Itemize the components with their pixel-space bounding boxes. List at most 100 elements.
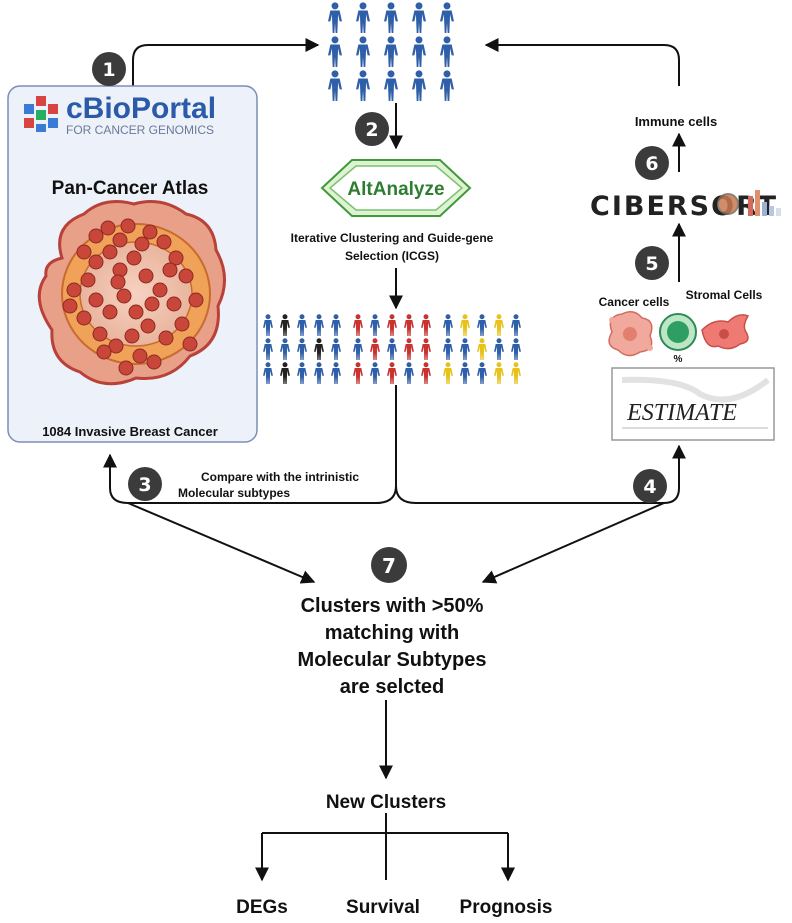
tumor-cell bbox=[88, 254, 104, 270]
tumor-cell bbox=[158, 330, 174, 346]
cluster-person-icon bbox=[460, 362, 470, 384]
immune-cell-icon bbox=[659, 313, 697, 351]
tumor-cell bbox=[92, 326, 108, 342]
tumor-cell bbox=[88, 292, 104, 308]
step-badges: 1 2 3 4 5 6 7 bbox=[92, 52, 669, 583]
tumor-cell bbox=[118, 360, 134, 376]
tumor-cell bbox=[166, 296, 182, 312]
cluster-person-icon bbox=[353, 314, 363, 336]
tumor-cell bbox=[108, 338, 124, 354]
cluster-person-icon bbox=[370, 314, 380, 336]
arrow-right-to-selection bbox=[481, 502, 665, 584]
tumor-cell bbox=[144, 296, 160, 312]
cluster-person-icon bbox=[404, 338, 414, 360]
tumor-cell bbox=[100, 220, 116, 236]
tumor-cell bbox=[126, 250, 142, 266]
svg-text:7: 7 bbox=[382, 554, 396, 578]
estimate-logo: ESTIMATE bbox=[611, 367, 775, 441]
arrow-immune-to-population bbox=[484, 38, 680, 86]
patient-person-icon bbox=[384, 70, 398, 101]
patient-person-icon bbox=[328, 70, 342, 101]
cbioportal-logo-text: cBioPortal bbox=[66, 92, 216, 125]
cibersort-logo: CIBERSORT bbox=[590, 190, 781, 222]
cluster-person-icon bbox=[387, 338, 397, 360]
cluster-person-icon bbox=[314, 314, 324, 336]
cluster-person-icon bbox=[511, 314, 521, 336]
arrow-portal-to-population bbox=[132, 38, 320, 86]
tumor-cell bbox=[102, 304, 118, 320]
selection-line3: Molecular Subtypes bbox=[298, 649, 487, 671]
step-badge-3: 3 bbox=[128, 467, 162, 501]
atlas-title: Pan-Cancer Atlas bbox=[52, 178, 209, 199]
tumor-cell bbox=[76, 244, 92, 260]
selection-line1: Clusters with >50% bbox=[301, 595, 484, 617]
arrows bbox=[103, 38, 686, 880]
cluster-person-icon bbox=[387, 314, 397, 336]
cluster-person-icon bbox=[443, 314, 453, 336]
stromal-cell-icon bbox=[701, 314, 750, 350]
compare-line1: Compare with the intrinistic bbox=[201, 470, 359, 484]
svg-text:3: 3 bbox=[138, 474, 151, 496]
cluster-person-icon bbox=[263, 362, 273, 384]
new-clusters-label: New Clusters bbox=[326, 792, 446, 813]
cluster-person-icon bbox=[263, 314, 273, 336]
tumor-cell bbox=[134, 236, 150, 252]
tumor-cell bbox=[112, 232, 128, 248]
icgs-method-line2: Selection (ICGS) bbox=[345, 249, 439, 263]
cluster-person-icon bbox=[297, 338, 307, 360]
tumor-cell bbox=[162, 262, 178, 278]
tumor-cell bbox=[142, 224, 158, 240]
tumor-cell bbox=[188, 292, 204, 308]
cbioportal-logo-mark bbox=[24, 96, 58, 132]
tumor-cell bbox=[168, 250, 184, 266]
cluster-person-icon bbox=[494, 314, 504, 336]
arrow-left-to-selection bbox=[127, 502, 316, 584]
patient-person-icon bbox=[356, 2, 370, 33]
cluster-person-icon bbox=[370, 362, 380, 384]
tumor-cell bbox=[138, 268, 154, 284]
estimate-logo-text: ESTIMATE bbox=[626, 400, 737, 426]
cluster-person-icon bbox=[331, 338, 341, 360]
svg-text:1: 1 bbox=[102, 59, 115, 81]
cluster-person-icon bbox=[314, 338, 324, 360]
cluster-person-icon bbox=[314, 362, 324, 384]
step-badge-4: 4 bbox=[633, 469, 667, 503]
icgs-method-line1: Iterative Clustering and Guide-gene bbox=[291, 231, 494, 245]
tumor-cell bbox=[76, 310, 92, 326]
stromal-cells-label: Stromal Cells bbox=[686, 288, 763, 302]
step-badge-6: 6 bbox=[635, 146, 669, 180]
cluster-person-icon bbox=[421, 338, 431, 360]
cluster-person-icon bbox=[421, 362, 431, 384]
tumor-cell bbox=[182, 336, 198, 352]
output-prognosis: Prognosis bbox=[460, 897, 553, 918]
cluster-person-icon bbox=[370, 338, 380, 360]
patient-person-icon bbox=[412, 2, 426, 33]
patient-population bbox=[328, 2, 454, 101]
cluster-person-icon bbox=[353, 338, 363, 360]
cluster-person-icon bbox=[280, 362, 290, 384]
patient-person-icon bbox=[384, 36, 398, 67]
altanalyze-logo-text: AltAnalyze bbox=[347, 179, 444, 200]
tumor-cell bbox=[152, 282, 168, 298]
tumor-cell bbox=[120, 218, 136, 234]
tumor-cell bbox=[66, 282, 82, 298]
cancer-cell-icon bbox=[608, 311, 653, 357]
cluster-person-icon bbox=[263, 338, 273, 360]
cluster-person-icon bbox=[297, 362, 307, 384]
cibersort-logo-text: CIBERSORT bbox=[590, 191, 778, 222]
patient-person-icon bbox=[412, 70, 426, 101]
tumor-cell bbox=[102, 244, 118, 260]
tumor-cell bbox=[140, 318, 156, 334]
compare-line2: Molecular subtypes bbox=[178, 486, 290, 500]
tumor-cell bbox=[132, 348, 148, 364]
cluster-person-icon bbox=[460, 314, 470, 336]
svg-text:4: 4 bbox=[643, 476, 656, 498]
percent-label: % bbox=[674, 354, 683, 365]
output-survival: Survival bbox=[346, 897, 420, 918]
patient-person-icon bbox=[328, 2, 342, 33]
cluster-person-icon bbox=[494, 338, 504, 360]
cluster-person-icon bbox=[353, 362, 363, 384]
tumor-cell bbox=[96, 344, 112, 360]
cluster-person-icon bbox=[404, 314, 414, 336]
